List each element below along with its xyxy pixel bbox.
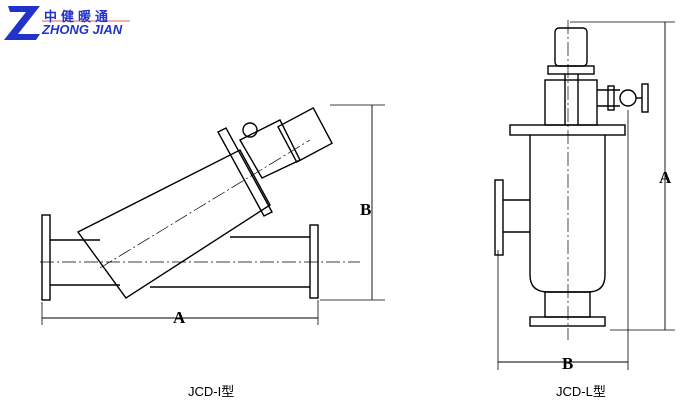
dimension-b-right: B: [562, 354, 574, 373]
jcd-i-diagram: [40, 104, 385, 325]
logo-mark: [4, 6, 130, 40]
dimension-b-left: B: [360, 200, 372, 219]
dimension-a-left: A: [173, 308, 186, 327]
logo-chinese: 中健暖通: [44, 9, 113, 24]
caption-jcd-l: JCD-L型: [556, 384, 606, 399]
jcd-l-diagram: [494, 20, 675, 370]
caption-jcd-i: JCD-I型: [188, 384, 235, 399]
dimension-a-right: A: [659, 168, 672, 187]
logo-english: ZHONG JIAN: [42, 22, 123, 37]
